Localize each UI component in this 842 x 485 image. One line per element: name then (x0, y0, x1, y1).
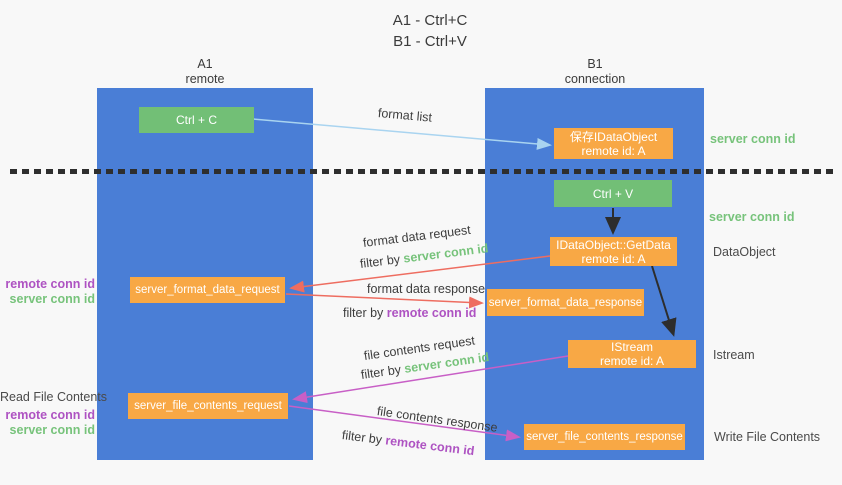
lane-b1-subtitle: connection (564, 72, 626, 86)
server-file-contents-response-label: server_file_contents_response (526, 431, 683, 443)
getdata-line1: IDataObject::GetData (556, 237, 671, 252)
server-format-data-response-label: server_format_data_response (488, 296, 643, 309)
node-istream: IStream remote id: A (568, 340, 696, 368)
lane-header-a1: A1 remote (145, 57, 265, 87)
node-server-format-data-request: server_format_data_request (130, 277, 285, 303)
save-idataobject-line2: remote id: A (581, 143, 646, 158)
annotation-server-conn-id-mid: server conn id (709, 210, 795, 224)
filter-by-text-2: filter by (343, 306, 387, 320)
lane-a1-title: A1 (197, 57, 213, 71)
server-format-data-request-label: server_format_data_request (135, 284, 280, 296)
node-ctrl-c: Ctrl + C (139, 107, 254, 133)
ctrl-c-label: Ctrl + C (175, 113, 217, 127)
node-ctrl-v: Ctrl + V (554, 180, 672, 207)
istream-line1: IStream (610, 340, 653, 354)
lane-a1-subtitle: remote (185, 72, 225, 86)
lane-header-b1: B1 connection (535, 57, 655, 87)
istream-line2: remote id: A (599, 354, 665, 368)
arrow-file-contents-request (292, 355, 569, 404)
remote-conn-id-key-1: remote conn id (386, 306, 477, 320)
arrow-format-data-response (285, 293, 484, 309)
arrow-getdata-to-istream (651, 265, 677, 337)
node-server-file-contents-request: server_file_contents_request (128, 393, 288, 419)
separator-dashed-line (10, 169, 836, 174)
annotation-server-conn-id-2: server conn id (9, 423, 95, 437)
save-idataobject-line1: 保存IDataObject (569, 129, 658, 144)
annotation-dataobject: DataObject (713, 245, 776, 259)
ctrl-v-label: Ctrl + V (592, 186, 634, 201)
annotation-conn-ids-lower: remote conn id server conn id (0, 408, 95, 438)
getdata-line2: remote id: A (581, 251, 646, 266)
node-save-idataobject: 保存IDataObject remote id: A (554, 128, 673, 159)
lane-b1-title: B1 (587, 57, 603, 71)
annotation-server-conn-id-1: server conn id (9, 292, 95, 306)
arrow-format-data-request (289, 255, 551, 293)
annotation-remote-conn-id-2: remote conn id (5, 408, 95, 422)
annotation-remote-conn-id-1: remote conn id (5, 277, 95, 291)
annotation-server-conn-id-top: server conn id (710, 132, 796, 146)
server-file-contents-request-label: server_file_contents_request (134, 400, 282, 412)
node-server-format-data-response: server_format_data_response (487, 289, 644, 316)
annotation-write-file-contents: Write File Contents (714, 430, 821, 444)
arrow-format-list (252, 118, 552, 150)
arrow-label-format-data-response: format data response (367, 282, 486, 296)
title-line-2: B1 - Ctrl+V (393, 33, 467, 50)
arrow-label-filter-remote-conn-1: filter by remote conn id (343, 306, 476, 320)
arrow-file-contents-response (288, 405, 521, 442)
annotation-read-file-contents: Read File Contents (0, 390, 108, 404)
title-line-1: A1 - Ctrl+C (392, 12, 468, 29)
annotation-conn-ids-upper: remote conn id server conn id (0, 277, 95, 307)
diagram-title: A1 - Ctrl+C B1 - Ctrl+V (330, 10, 530, 52)
node-idataobject-getdata: IDataObject::GetData remote id: A (550, 237, 677, 266)
annotation-istream: Istream (713, 348, 755, 362)
node-server-file-contents-response: server_file_contents_response (524, 424, 685, 450)
